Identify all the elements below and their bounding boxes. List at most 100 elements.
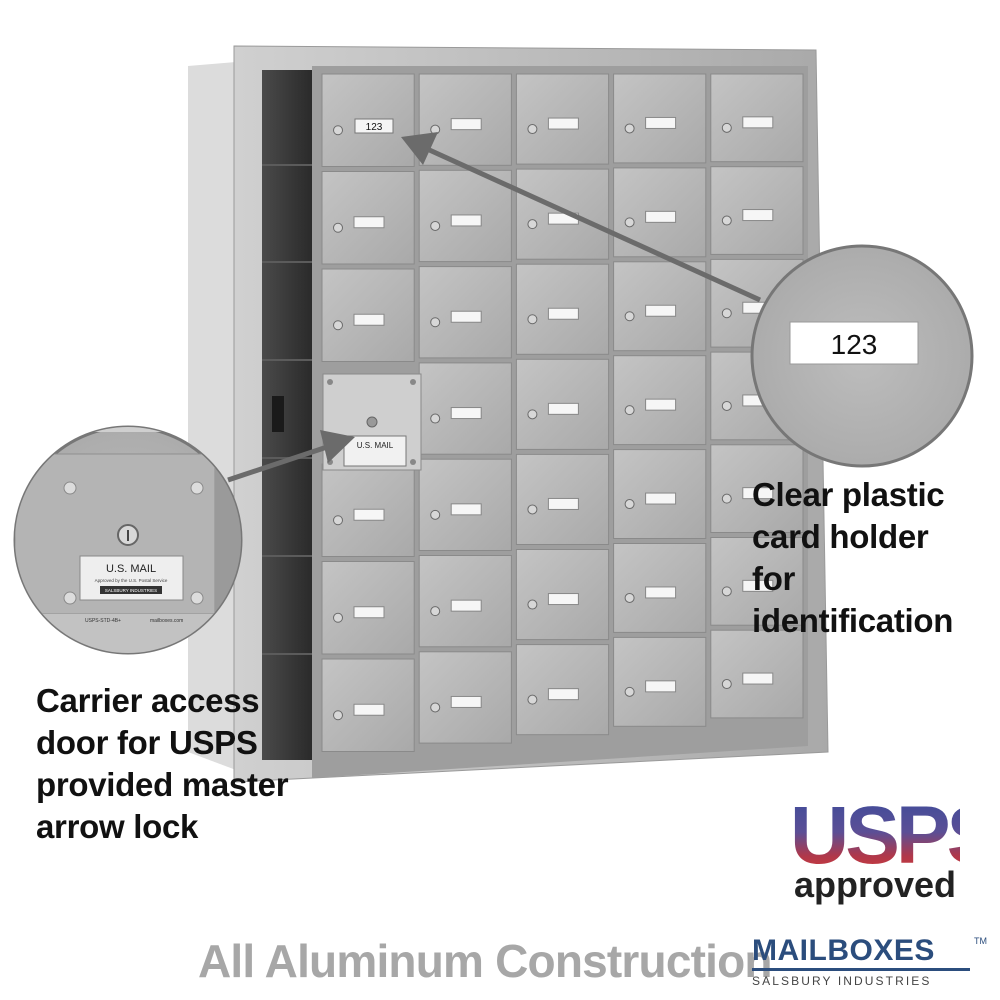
mail-door-lock-icon xyxy=(527,314,538,325)
mail-door-lock-icon xyxy=(430,606,441,617)
mail-door-lock-icon xyxy=(721,679,732,690)
card-holder-arrowhead xyxy=(401,132,438,165)
card-holder xyxy=(353,606,385,619)
card-holder xyxy=(645,680,677,693)
mail-door-lock-icon xyxy=(527,219,538,230)
carrier-access-door[interactable]: U.S. MAIL xyxy=(322,373,422,471)
us-mail-plate xyxy=(343,435,407,467)
zoom-card-holder xyxy=(789,321,919,365)
mail-door-lock-icon xyxy=(527,124,538,135)
card-holder xyxy=(547,688,579,701)
card-holder xyxy=(742,579,774,592)
mail-door-lock-icon xyxy=(527,694,538,705)
mail-door-lock-icon xyxy=(430,317,441,328)
mail-door-lock-icon xyxy=(333,320,343,331)
mail-door-lock-icon xyxy=(624,123,635,134)
zoom-maker-badge: SALSBURY INDUSTRIES xyxy=(105,588,157,593)
us-mail-plate-text: U.S. MAIL xyxy=(357,441,394,450)
card-holder xyxy=(742,672,774,685)
card-holder-number: 123 xyxy=(366,122,383,133)
card-holder xyxy=(450,310,482,323)
mail-door-lock-icon xyxy=(624,311,635,322)
card-holder xyxy=(353,216,385,229)
mail-door-lock-icon xyxy=(527,599,538,610)
brand-rule xyxy=(752,968,970,971)
card-holder-callout-line: for identification xyxy=(752,560,954,639)
mail-door-lock-icon xyxy=(430,413,441,424)
zoom-approved-text: Approved by the U.S. Postal Service xyxy=(95,578,168,583)
mail-door-lock-icon xyxy=(333,515,343,526)
carrier-callout-line: provided master xyxy=(36,766,289,803)
mail-door-lock-icon xyxy=(527,504,538,515)
card-holder xyxy=(742,487,774,500)
zoom-card-number: 123 xyxy=(831,329,878,360)
mail-door-lock-icon xyxy=(333,612,343,623)
mail-door-lock-icon xyxy=(527,409,538,420)
card-holder xyxy=(450,407,482,420)
tagline: All Aluminum Construction xyxy=(198,935,773,987)
usps-wordmark: USPS xyxy=(790,790,1000,881)
mail-door-lock-icon xyxy=(721,400,732,411)
card-holder xyxy=(547,307,579,320)
card-holder xyxy=(742,116,774,129)
card-holder xyxy=(450,214,482,227)
card-holder-123 xyxy=(354,118,394,134)
brand-trademark: TM xyxy=(974,936,987,946)
card-holder xyxy=(450,118,482,131)
card-holder xyxy=(547,117,579,130)
interior-shelves xyxy=(262,164,312,655)
zoom-website: mailboxes.com xyxy=(150,618,183,624)
card-holder xyxy=(547,497,579,510)
mail-door-lock-icon xyxy=(721,493,732,504)
card-holder xyxy=(450,599,482,612)
card-holder xyxy=(450,503,482,516)
master-lock-icon xyxy=(366,416,378,428)
carrier-door-arrowhead xyxy=(320,430,355,463)
card-holder xyxy=(645,116,677,129)
usps-approved-logo: USPS approved xyxy=(790,790,1000,905)
mail-door-lock-icon xyxy=(721,122,732,133)
mail-door-lock-icon xyxy=(333,125,343,136)
carrier-callout-line: arrow lock xyxy=(36,808,199,845)
carrier-callout-line: door for USPS xyxy=(36,724,258,761)
mail-door-lock-icon xyxy=(430,702,441,713)
usps-approved-subline: approved xyxy=(793,864,957,905)
mail-door-lock-icon xyxy=(333,710,343,721)
mail-door-lock-icon xyxy=(721,308,732,319)
card-holder xyxy=(353,313,385,326)
card-holder xyxy=(547,593,579,606)
mail-door-lock-icon xyxy=(624,592,635,603)
card-holder xyxy=(645,398,677,411)
card-holder-arrow xyxy=(423,145,762,303)
brand-logo: MAILBOXES TM SALSBURY INDUSTRIES xyxy=(752,936,988,988)
card-holder-callout-line: card holder xyxy=(752,518,929,555)
carrier-door-arrow xyxy=(227,443,331,483)
card-holder xyxy=(645,586,677,599)
mail-door-lock-icon xyxy=(430,220,441,231)
card-holder-callout: Clear plastic card holder for identifica… xyxy=(752,474,997,642)
carrier-callout-line: Carrier access xyxy=(36,682,260,719)
interior-latch xyxy=(272,396,284,432)
open-interior xyxy=(262,70,312,760)
brand-subtitle: SALSBURY INDUSTRIES xyxy=(752,974,932,988)
card-holder xyxy=(353,508,385,521)
card-holder-callout-line: Clear plastic xyxy=(752,476,945,513)
card-holder xyxy=(645,492,677,505)
mail-door-lock-icon xyxy=(624,217,635,228)
card-holder xyxy=(742,209,774,222)
card-holder-zoom: 123 xyxy=(750,244,974,468)
brand-name: MAILBOXES xyxy=(752,934,935,967)
side-panel xyxy=(188,62,236,770)
card-holder xyxy=(645,210,677,223)
mail-door-lock-icon xyxy=(333,222,343,233)
zoom-model-code: USPS-STD-4B+ xyxy=(85,618,121,624)
mail-door-lock-icon xyxy=(721,586,732,597)
zoom-us-mail-text: U.S. MAIL xyxy=(106,563,156,575)
mail-door-lock-icon xyxy=(430,509,441,520)
mail-door-lock-icon xyxy=(624,499,635,510)
card-holder xyxy=(450,695,482,708)
mail-door-lock-icon xyxy=(721,215,732,226)
card-holder xyxy=(353,703,385,716)
mail-door-lock-icon xyxy=(624,686,635,697)
